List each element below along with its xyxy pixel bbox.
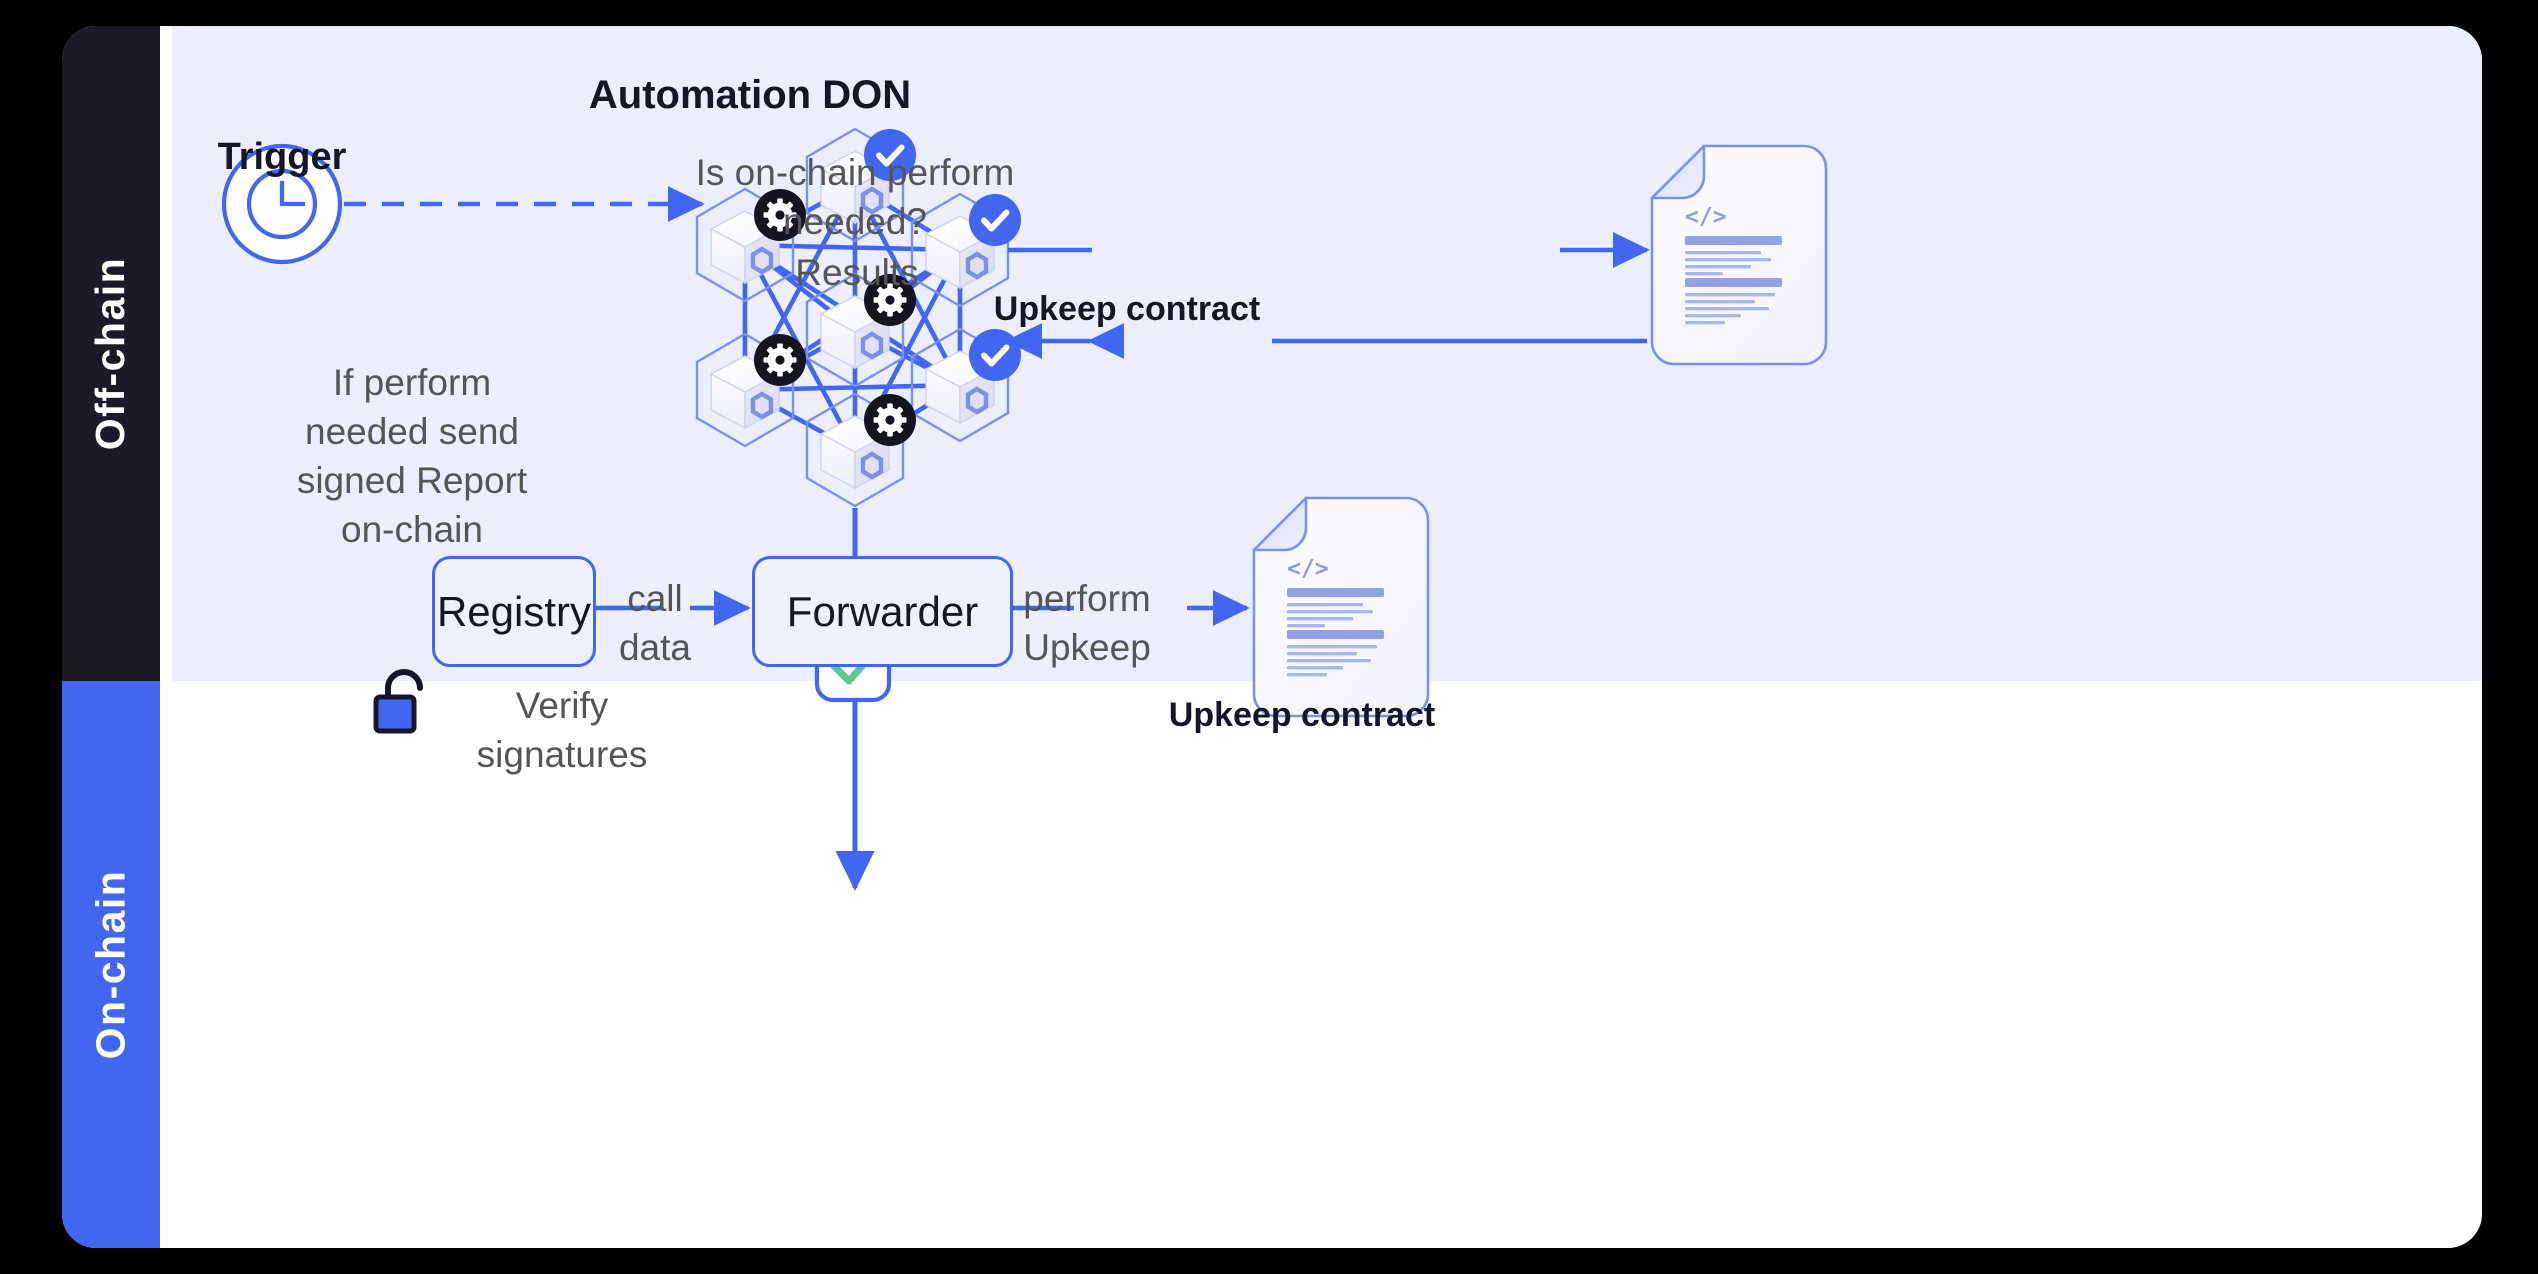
trigger-label: Trigger [217, 136, 347, 178]
edge-label-signed-report: If perform needed send signed Report on-… [296, 362, 528, 550]
band-on-chain-label: On-chain [87, 869, 134, 1060]
band-off-chain: Off-chain [62, 26, 160, 681]
upkeep-contract-label-offchain: Upkeep contract [993, 290, 1261, 328]
edge-label-perform-upkeep: perform Upkeep [1023, 578, 1151, 668]
upkeep-contract-label-onchain: Upkeep contract [1168, 696, 1436, 734]
band-on-chain: On-chain [62, 681, 160, 1248]
forwarder-label: Forwarder [786, 587, 979, 635]
band-off-chain-label: Off-chain [87, 256, 134, 451]
edge-label-results: Results [795, 252, 919, 293]
registry-box[interactable]: Registry [432, 556, 596, 667]
diagram-card: Off-chain On-chain [62, 26, 2482, 1248]
don-title: Automation DON [588, 73, 912, 117]
verify-signatures-label: Verify signatures [476, 685, 648, 775]
edge-label-call-data: call data [618, 578, 691, 668]
forwarder-box[interactable]: Forwarder [752, 556, 1013, 667]
edge-label-question: Is on-chain perform needed? [695, 152, 1015, 242]
registry-label: Registry [436, 587, 592, 635]
